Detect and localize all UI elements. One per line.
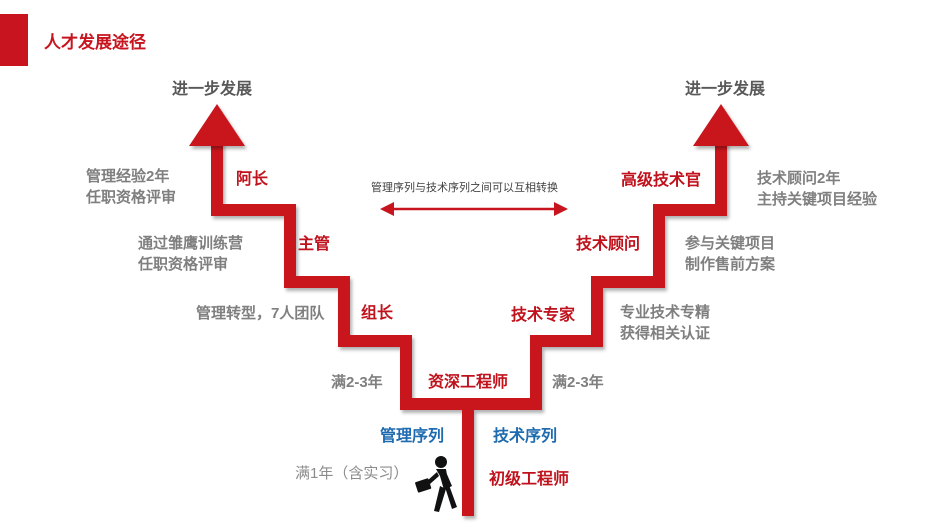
step-title-technical-consultant: 技术顾问 [576,236,641,253]
step-title-technical-expert: 技术专家 [511,307,576,324]
step-condition-supervisor: 通过雏鹰训练营 任职资格评审 [138,235,244,273]
step-condition-senior-technical-officer: 技术顾问2年 主持关键项目经验 [757,170,878,208]
management-arrow-head-icon [189,104,245,146]
step-condition-technical-consultant: 参与关键项目 制作售前方案 [685,235,776,273]
title-accent-bar [0,14,28,66]
step-condition-team-leader: 管理转型，7人团队 [196,305,325,322]
step-condition-a-zhang: 管理经验2年 任职资格评审 [86,168,177,206]
conversion-note: 管理序列与技术序列之间可以互相转换 [371,182,558,194]
step-title-supervisor: 主管 [298,236,331,253]
step-title-junior-engineer: 初级工程师 [489,471,570,488]
page-title: 人才发展途径 [44,33,146,52]
step-title-senior-technical-officer: 高级技术官 [621,172,702,189]
senior-condition-right: 满2-3年 [552,374,604,391]
step-condition-technical-expert: 专业技术专精 获得相关认证 [620,304,711,342]
management-staircase-path [211,141,474,516]
step-title-team-leader: 组长 [361,305,394,322]
management-track-label: 管理序列 [380,428,445,445]
further-development-left-label: 进一步发展 [172,81,253,98]
step-title-senior-engineer: 资深工程师 [428,374,509,391]
conversion-double-arrow-icon [380,202,568,216]
technical-track-label: 技术序列 [493,428,558,445]
step-title-a-zhang: 阿长 [236,171,269,188]
senior-condition-left: 满2-3年 [331,374,383,391]
technical-staircase-path [468,141,727,410]
technical-arrow-head-icon [693,104,749,146]
walking-businessman-icon [415,456,457,512]
further-development-right-label: 进一步发展 [685,81,766,98]
entry-condition: 满1年（含实习） [295,465,409,482]
